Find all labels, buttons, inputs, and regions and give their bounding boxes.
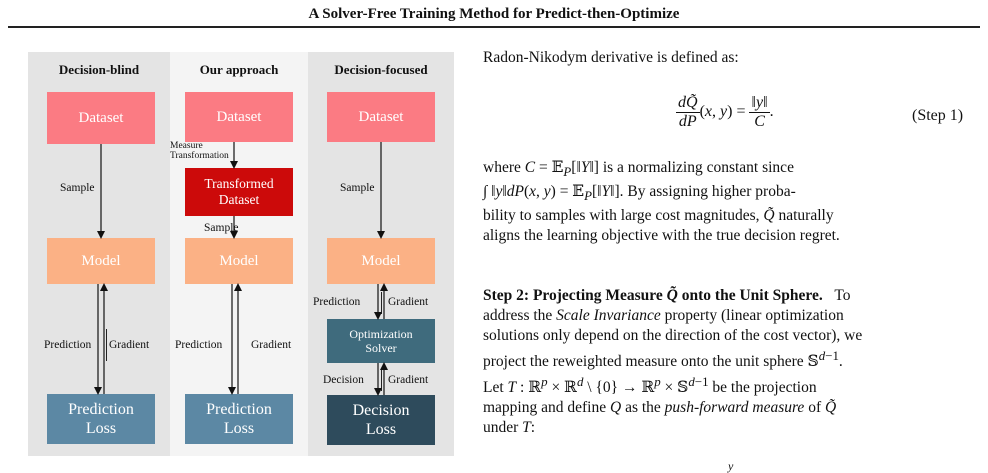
mid-transformed-line1: Transformed <box>204 175 274 191</box>
paragraph-step2: Step 2: Projecting Measure Q̃ onto the U… <box>483 286 976 438</box>
panel-decision-blind: Decision-blind Dataset Sample Model Pred… <box>28 52 170 456</box>
s2-l6-a: mapping and define <box>483 399 607 417</box>
equation-step1-tag: (Step 1) <box>912 107 964 124</box>
right-sample-label: Sample <box>340 182 375 194</box>
right-decision-loss-box: Decision Loss <box>327 395 435 445</box>
s2-l5-a: Let <box>483 379 504 397</box>
paragraph-normalizing: where C = 𝔼P[‖Y‖] is a normalizing const… <box>483 158 976 246</box>
left-dataset-box: Dataset <box>47 92 155 144</box>
intro-sentence: Radon-Nikodym derivative is defined as: <box>483 49 739 66</box>
left-prediction-label: Prediction <box>44 339 92 351</box>
s2-l4: project the reweighted measure onto the … <box>483 353 804 371</box>
s2-l7: under <box>483 419 519 437</box>
left-loss-line2: Loss <box>85 420 117 437</box>
step2-to: To <box>834 287 851 304</box>
panel-our-approach: Our approach Dataset Measure Transformat… <box>170 52 308 456</box>
figure-arrows <box>94 142 388 396</box>
figure-caption-cutoff <box>68 463 448 473</box>
step2-heading-a: Step 2: Projecting Measure <box>483 287 663 304</box>
mid-measure-line1: Measure <box>170 141 203 151</box>
step2-heading-b: onto the Unit Sphere. <box>681 287 823 304</box>
mid-loss-line2: Loss <box>223 420 255 437</box>
p1-b: is a normalizing constant since <box>602 159 794 176</box>
running-head: A Solver-Free Training Method for Predic… <box>308 6 680 22</box>
mid-measure-label: Measure Transformation <box>170 141 229 162</box>
s2-l6-b: as the <box>625 399 661 417</box>
s2-l6-c: of <box>808 399 822 417</box>
mid-prediction-loss-box: Prediction Loss <box>185 394 293 444</box>
right-solver-line2: Solver <box>365 341 397 355</box>
p1-d: bility to samples with large cost magnit… <box>483 207 760 225</box>
next-equation-cutoff: y <box>728 459 734 473</box>
right-decision-label: Decision <box>323 374 364 386</box>
right-prediction-label: Prediction <box>313 296 361 308</box>
s2-l3: solutions only depend on the direction o… <box>483 327 863 344</box>
mid-model-box: Model <box>185 238 293 284</box>
header-rule <box>8 26 980 28</box>
right-dataset-box: Dataset <box>327 92 435 142</box>
right-gradient2-label: Gradient <box>388 374 429 386</box>
panel-title-our-approach: Our approach <box>199 62 279 77</box>
left-divider-line <box>106 329 107 361</box>
equation-step1: dQ̃dP(x, y) = ‖y‖C. <box>676 94 774 130</box>
mid-measure-line2: Transformation <box>170 151 229 162</box>
mid-transformed-dataset-box: Transformed Dataset <box>185 168 293 216</box>
mid-gradient-label: Gradient <box>251 339 292 351</box>
mid-transformed-line2: Dataset <box>218 192 260 207</box>
s2-l6-em: push-forward measure <box>664 399 805 417</box>
left-loss-line1: Prediction <box>68 400 134 418</box>
mid-prediction-label: Prediction <box>175 339 223 351</box>
right-loss-line1: Decision <box>352 401 410 419</box>
left-gradient-label: Gradient <box>109 339 150 351</box>
right-divider-line2 <box>381 369 382 391</box>
left-model-box: Model <box>47 238 155 284</box>
right-optimization-solver-box: Optimization Solver <box>327 319 435 363</box>
p1-c: . By assigning higher proba- <box>619 183 796 201</box>
mid-dataset-box: Dataset <box>185 92 293 142</box>
s2-l5-b: be the projection <box>712 379 817 397</box>
panel-title-decision-blind: Decision-blind <box>58 62 140 77</box>
p1-e: naturally <box>778 207 834 225</box>
s2-l2-em: Scale Invariance <box>556 307 661 324</box>
right-gradient1-label: Gradient <box>388 296 429 308</box>
left-prediction-loss-box: Prediction Loss <box>47 394 155 444</box>
left-sample-label: Sample <box>60 182 95 194</box>
right-loss-line2: Loss <box>365 421 397 438</box>
right-model-box: Model <box>327 238 435 284</box>
mid-sample-label: Sample <box>204 222 239 234</box>
mid-loss-line1: Prediction <box>206 400 272 418</box>
s2-l2-b: property (linear optimization <box>664 307 844 324</box>
panel-title-decision-focused: Decision-focused <box>334 62 428 77</box>
figure-pipeline-comparison: Decision-blind Dataset Sample Model Pred… <box>28 52 454 456</box>
p1-a: where <box>483 159 521 176</box>
s2-l2-a: address the <box>483 307 553 324</box>
right-solver-line1: Optimization <box>349 326 413 341</box>
right-divider-line1 <box>381 292 382 314</box>
p1-f: aligns the learning objective with the t… <box>483 227 840 245</box>
